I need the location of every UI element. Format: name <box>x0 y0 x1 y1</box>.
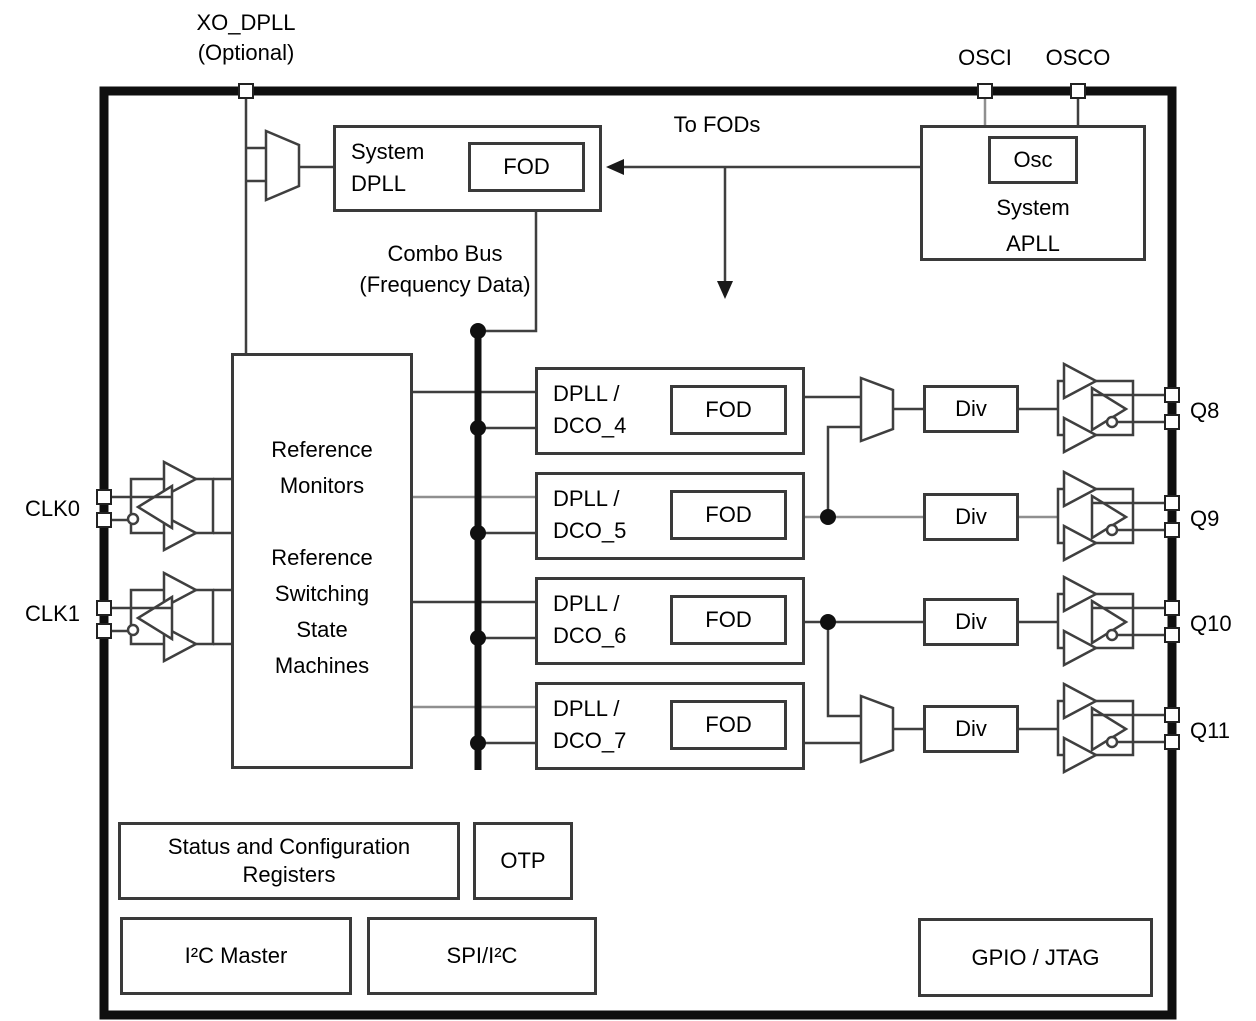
q9-pin-p <box>1164 495 1180 511</box>
xo-dpll-pin <box>238 83 254 99</box>
to-fods-down-arrow <box>717 281 733 299</box>
otp-block: OTP <box>473 822 573 900</box>
dpll-dco4-block: DPLL / DCO_4 FOD <box>535 367 805 455</box>
dco4-fod-box: FOD <box>670 385 787 435</box>
dpll-dco6-label: DPLL / DCO_6 <box>553 591 627 648</box>
dco5-fod-box: FOD <box>670 490 787 540</box>
clk1-pin-label: CLK1 <box>24 601 80 626</box>
dpll-dco7-label: DPLL / DCO_7 <box>553 696 627 753</box>
q8-mux <box>859 376 895 443</box>
dco7-fod-box: FOD <box>670 700 787 750</box>
to-fods-left-arrow <box>606 159 624 175</box>
q8-output-buffer <box>1056 362 1166 454</box>
i2c-master-block: I²C Master <box>120 917 352 995</box>
xo-dpll-pin-label: XO_DPLL (Optional) <box>196 10 296 65</box>
dpll-dco5-block: DPLL / DCO_5 FOD <box>535 472 805 560</box>
q10-divider-box: Div <box>923 598 1019 646</box>
system-dpll-block: System DPLL FOD <box>333 125 602 212</box>
q10-pin-p <box>1164 600 1180 616</box>
q8-pin-label: Q8 <box>1190 398 1220 423</box>
status-config-registers-block: Status and Configuration Registers <box>118 822 460 900</box>
q10-pin-label: Q10 <box>1190 611 1232 636</box>
q11-pin-label: Q11 <box>1190 718 1230 743</box>
q11-mux <box>859 694 895 764</box>
clk0-pin-p <box>96 489 112 505</box>
system-dpll-fod-box: FOD <box>468 142 585 192</box>
q11-output-buffer <box>1056 682 1166 774</box>
wires <box>244 99 1080 745</box>
dpll-dco7-block: DPLL / DCO_7 FOD <box>535 682 805 770</box>
system-apll-block: Osc System APLL <box>920 125 1146 261</box>
osc-box: Osc <box>988 136 1078 184</box>
q11-pin-n <box>1164 734 1180 750</box>
osco-pin-label: OSCO <box>1045 45 1111 70</box>
reference-monitors-block: Reference Monitors Reference Switching S… <box>231 353 413 769</box>
to-fods-label: To FODs <box>673 112 761 137</box>
q9-pin-n <box>1164 522 1180 538</box>
osci-pin <box>977 83 993 99</box>
junction-dots <box>470 323 836 751</box>
combo-bus-feed <box>481 212 538 333</box>
dpll-dco6-block: DPLL / DCO_6 FOD <box>535 577 805 665</box>
system-apll-label: System APLL <box>996 195 1070 256</box>
dco6-fod-box: FOD <box>670 595 787 645</box>
osci-pin-label: OSCI <box>958 45 1012 70</box>
q10-pin-n <box>1164 627 1180 643</box>
q9-pin-label: Q9 <box>1190 506 1220 531</box>
spi-i2c-block: SPI/I²C <box>367 917 597 995</box>
q8-divider-box: Div <box>923 385 1019 433</box>
q10-output-buffer <box>1056 575 1166 667</box>
osco-pin <box>1070 83 1086 99</box>
q8-pin-p <box>1164 387 1180 403</box>
xo-dpll-mux <box>264 129 301 202</box>
clk1-pin-n <box>96 623 112 639</box>
clk1-pin-p <box>96 600 112 616</box>
clk0-pin-n <box>96 512 112 528</box>
dpll-dco5-label: DPLL / DCO_5 <box>553 486 627 543</box>
clk1-input-buffer <box>110 571 233 663</box>
reference-monitors-label: Reference Monitors <box>271 437 373 498</box>
system-dpll-label: System DPLL <box>351 139 425 196</box>
q8-pin-n <box>1164 414 1180 430</box>
chip-outline <box>99 86 1177 1020</box>
gpio-jtag-block: GPIO / JTAG <box>918 918 1153 997</box>
q11-pin-p <box>1164 707 1180 723</box>
clk0-pin-label: CLK0 <box>24 496 80 521</box>
arrowheads <box>606 159 733 299</box>
clk0-input-buffer <box>110 460 233 552</box>
q9-output-buffer <box>1056 470 1166 562</box>
q9-divider-box: Div <box>923 493 1019 541</box>
combo-bus-label: Combo Bus (Frequency Data) <box>359 241 531 297</box>
dpll-dco4-label: DPLL / DCO_4 <box>553 381 627 438</box>
q11-divider-box: Div <box>923 705 1019 753</box>
reference-switching-label: Reference Switching State Machines <box>271 545 373 678</box>
